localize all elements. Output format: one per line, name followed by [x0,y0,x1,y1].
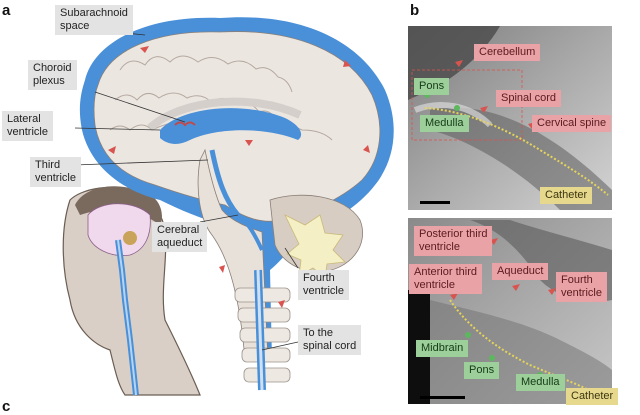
label-third-ventricle: Third ventricle [30,157,81,187]
label-cervical-spine: Cervical spine [532,115,612,132]
label-catheter-top: Catheter [540,187,593,204]
label-choroid-plexus: Choroid plexus [28,60,77,90]
label-cerebellum: Cerebellum [474,44,541,61]
scale-bar-bottom [420,396,465,399]
label-subarachnoid-space: Subarachnoid space [55,5,133,35]
label-anterior-third-ventricle: Anterior third ventricle [409,264,482,294]
label-medulla-bottom: Medulla [516,374,565,391]
head-silhouette [62,186,201,396]
panel-letter-b: b [410,2,420,19]
panel-letter-a: a [2,2,11,19]
label-fourth-ventricle-xray: Fourth ventricle [556,272,607,302]
label-catheter-bottom: Catheter [566,388,619,405]
label-aqueduct: Aqueduct [492,263,549,280]
label-pons-top: Pons [414,78,450,95]
scale-bar-top [420,201,450,204]
label-midbrain: Midbrain [416,340,469,357]
label-cerebral-aqueduct: Cerebral aqueduct [152,222,208,252]
brain-section [79,17,394,391]
label-to-spinal-cord: To the spinal cord [298,325,362,355]
label-posterior-third-ventricle: Posterior third ventricle [414,226,493,256]
panel-letter-c: c [2,398,11,415]
leader-lines-a [74,29,299,351]
label-pons-bottom: Pons [464,362,500,379]
label-fourth-ventricle: Fourth ventricle [298,270,349,300]
label-lateral-ventricle: Lateral ventricle [2,111,53,141]
label-spinal-cord: Spinal cord [496,90,562,107]
label-medulla-top: Medulla [420,115,469,132]
